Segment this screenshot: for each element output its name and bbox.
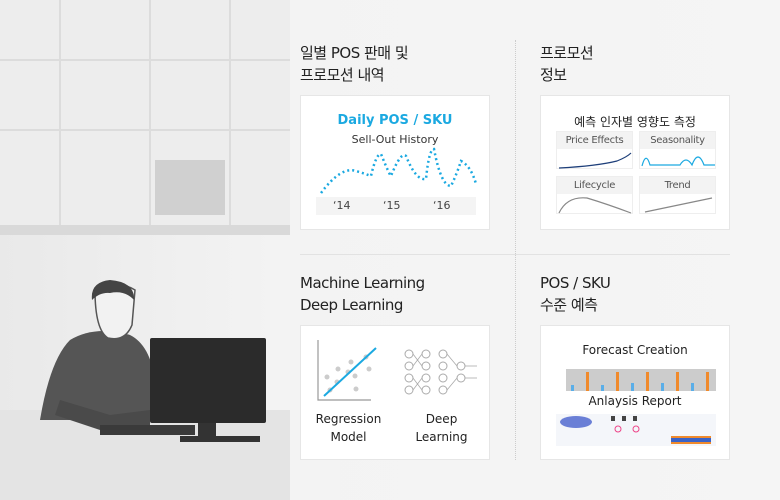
heading-line: Machine Learning [300,274,425,292]
factor-impact-card: 예측 인자별 영향도 측정 Price Effects Seasonality … [540,95,730,230]
panel-label: Price Effects [557,132,632,149]
year-label: ‘14 [333,199,351,212]
lifecycle-line [558,197,632,214]
heading-line: Deep Learning [300,296,403,314]
panel-trend: Trend [639,176,716,214]
analysis-report-title: Anlaysis Report [588,394,682,408]
panel-label: Seasonality [640,132,715,149]
label-line: Learning [415,430,468,444]
panel-label: Lifecycle [557,177,632,194]
heading-line: 수준 예측 [540,296,598,314]
forecast-creation-title: Forecast Creation [582,343,688,357]
heading-line: POS / SKU [540,274,611,292]
office-worker-illustration [0,0,290,500]
section-heading-ml: Machine Learning Deep Learning [300,272,425,316]
year-axis: ‘14 ‘15 ‘16 [316,197,476,215]
card-subtitle: Sell-Out History [351,133,439,146]
card-title: 예측 인자별 영향도 측정 [574,115,696,129]
panel-price-effects: Price Effects [556,131,633,169]
year-label: ‘15 [383,199,401,212]
daily-pos-card: Daily POS / SKU Sell-Out History ‘14 ‘15… [300,95,490,230]
label-line: Deep [425,412,458,426]
card-title: Daily POS / SKU [337,113,453,128]
heading-line: 프로모션 내역 [300,66,385,84]
panel-seasonality: Seasonality [639,131,716,169]
trend-line [644,197,713,213]
column-divider [515,40,516,460]
section-heading-promotion: 프로모션 정보 [540,42,594,86]
sales-history-line [319,147,478,194]
neural-network-icon [404,349,477,395]
year-label: ‘16 [433,199,451,212]
section-heading-daily-pos: 일별 POS 판매 및 프로모션 내역 [300,42,409,86]
price-effects-line [558,152,632,169]
heading-line: 정보 [540,66,567,84]
heading-line: 일별 POS 판매 및 [300,44,409,62]
seasonality-line [641,156,715,167]
section-heading-forecast: POS / SKU 수준 예측 [540,272,611,316]
regression-plot-icon [317,340,377,401]
forecast-card: Forecast Creation Anlaysis Report [540,325,730,460]
label-line: Regression [315,412,382,426]
analysis-report-thumbnail [556,414,716,446]
forecast-bar-chart-thumbnail [566,369,716,391]
panel-label: Trend [640,177,715,194]
heading-line: 프로모션 [540,44,594,62]
label-line: Model [330,430,367,444]
row-divider [300,254,730,255]
panel-lifecycle: Lifecycle [556,176,633,214]
